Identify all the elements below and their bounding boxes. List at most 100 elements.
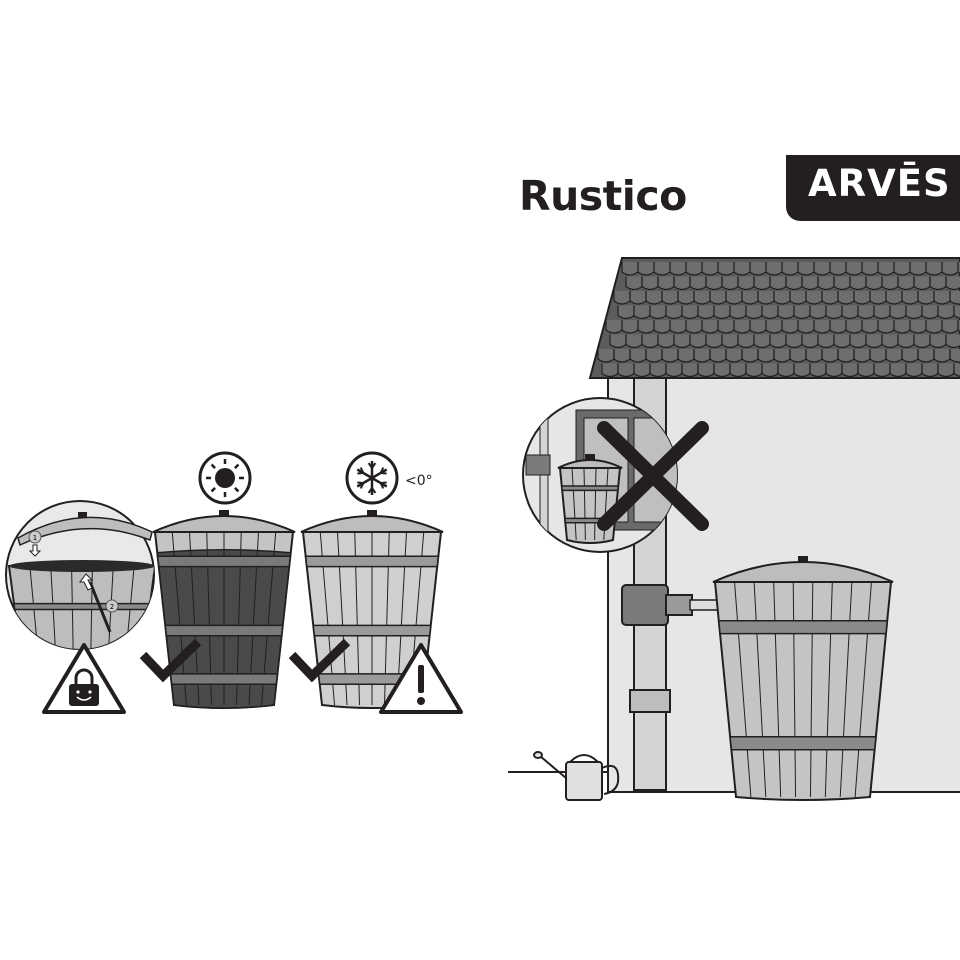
roof-shingle bbox=[725, 349, 743, 363]
roof-shingle bbox=[765, 320, 783, 334]
roof-shingle bbox=[741, 291, 759, 305]
roof-shingle bbox=[693, 291, 711, 305]
roof-shingle bbox=[677, 349, 695, 363]
roof-shingle bbox=[609, 334, 627, 349]
roof-shingle bbox=[665, 363, 683, 378]
roof-shingle bbox=[941, 320, 959, 334]
watering-can-icon bbox=[533, 751, 620, 801]
roof-shingle bbox=[629, 349, 647, 363]
roof-shingle bbox=[805, 291, 823, 305]
house bbox=[508, 257, 960, 793]
roof-shingle bbox=[725, 291, 743, 305]
roof-shingle bbox=[777, 305, 795, 320]
roof-shingle bbox=[937, 305, 955, 320]
roof-shingle bbox=[857, 363, 875, 378]
rain-diverter bbox=[621, 584, 669, 626]
roof-shingle bbox=[701, 262, 719, 276]
roof-shingle bbox=[617, 363, 635, 378]
roof-shingle bbox=[817, 276, 835, 291]
roof-shingle bbox=[821, 291, 839, 305]
roof-shingle bbox=[645, 349, 663, 363]
roof-shingle bbox=[809, 305, 827, 320]
roof-shingle bbox=[645, 291, 663, 305]
roof-shingle bbox=[617, 305, 635, 320]
roof-shingle bbox=[785, 334, 803, 349]
roof-shingle bbox=[681, 363, 699, 378]
roof-shingle bbox=[841, 305, 859, 320]
roof-shingle bbox=[793, 305, 811, 320]
warning-icon bbox=[379, 643, 463, 714]
roof-shingle bbox=[905, 305, 923, 320]
roof-shingle bbox=[689, 276, 707, 291]
roof-shingle bbox=[737, 276, 755, 291]
below-zero-label: <0° bbox=[405, 473, 433, 489]
roof-shingle bbox=[757, 291, 775, 305]
arrow-down-icon bbox=[28, 544, 42, 557]
roof-shingle bbox=[633, 305, 651, 320]
roof-shingle bbox=[693, 349, 711, 363]
roof-shingle bbox=[705, 334, 723, 349]
barrel-hoop bbox=[560, 485, 620, 492]
roof-shingle bbox=[945, 334, 960, 349]
roof-shingle bbox=[801, 276, 819, 291]
roof-shingle bbox=[873, 363, 891, 378]
roof-shingle bbox=[625, 276, 643, 291]
roof-shingle bbox=[877, 262, 895, 276]
roof-shingle bbox=[797, 262, 815, 276]
roof-shingle bbox=[673, 334, 691, 349]
roof-shingle bbox=[913, 334, 931, 349]
roof-shingle bbox=[653, 262, 671, 276]
roof-shingle bbox=[757, 349, 775, 363]
roof-shingle bbox=[781, 320, 799, 334]
roof-shingle bbox=[761, 305, 779, 320]
roof-shingle bbox=[853, 349, 871, 363]
roof-shingle bbox=[813, 262, 831, 276]
roof-shingle bbox=[809, 363, 827, 378]
roof-shingle bbox=[701, 320, 719, 334]
roof-shingle bbox=[761, 363, 779, 378]
roof-shingle bbox=[689, 334, 707, 349]
barrel-lid bbox=[152, 515, 296, 533]
barrel-lid bbox=[712, 561, 894, 583]
roof-shingle bbox=[797, 320, 815, 334]
checkmark-icon bbox=[288, 638, 351, 683]
roof-shingle bbox=[845, 262, 863, 276]
roof-shingle bbox=[865, 276, 883, 291]
roof-shingle bbox=[597, 349, 615, 363]
roof-shingle bbox=[949, 349, 960, 363]
roof-shingle bbox=[837, 349, 855, 363]
roof-shingle bbox=[613, 291, 631, 305]
roof-shingle bbox=[869, 349, 887, 363]
roof-shingle bbox=[669, 262, 687, 276]
roof-shingle bbox=[601, 363, 619, 378]
roof-shingle bbox=[717, 262, 735, 276]
roof-shingle bbox=[785, 276, 803, 291]
roof-shingle bbox=[829, 262, 847, 276]
roof-shingle bbox=[845, 320, 863, 334]
page-title: Rustico bbox=[519, 172, 687, 220]
roof-shingle bbox=[921, 305, 939, 320]
roof-shingle bbox=[669, 320, 687, 334]
roof-shingle bbox=[889, 363, 907, 378]
wrong-installation-inset bbox=[522, 397, 709, 553]
checkmark-icon bbox=[139, 638, 202, 683]
lock-cord bbox=[88, 581, 112, 633]
roof-shingle bbox=[885, 291, 903, 305]
roof-shingle bbox=[777, 363, 795, 378]
roof-shingle bbox=[893, 320, 911, 334]
barrel-hoop bbox=[164, 624, 284, 637]
roof-shingle bbox=[925, 320, 943, 334]
roof-shingle bbox=[893, 262, 911, 276]
roof-shingle bbox=[873, 305, 891, 320]
roof-shingle bbox=[633, 363, 651, 378]
roof-shingle bbox=[913, 276, 931, 291]
roof-shingle bbox=[813, 320, 831, 334]
roof-shingle bbox=[745, 363, 763, 378]
roof-shingle bbox=[685, 320, 703, 334]
roof-shingle bbox=[605, 320, 623, 334]
roof-shingle bbox=[741, 349, 759, 363]
roof-shingle bbox=[781, 262, 799, 276]
roof-shingle bbox=[953, 305, 960, 319]
roof-shingle bbox=[753, 334, 771, 349]
